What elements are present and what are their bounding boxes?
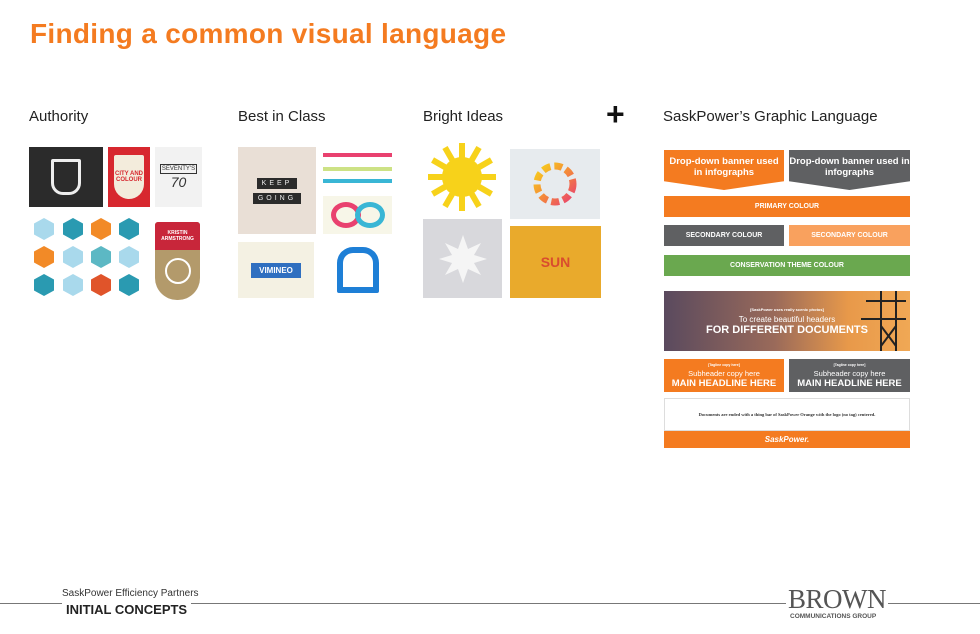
ribbon-lines-image (323, 147, 392, 190)
heading-authority: Authority (29, 108, 89, 125)
white-starburst-image (423, 219, 502, 298)
house-logo-image (323, 242, 392, 298)
orange-headline-sample: [Tagline copy here] Subheader copy here … (664, 359, 784, 392)
brown-logo: BROWN (786, 584, 888, 615)
keep-going-image: KEEP GOING (238, 147, 316, 234)
heading-graphic-language: SaskPower’s Graphic Language (663, 108, 878, 125)
gradient-star-image (510, 149, 600, 219)
infinity-image (323, 196, 392, 234)
slide-title: Finding a common visual language (30, 18, 507, 49)
yellow-sun-image (423, 140, 500, 213)
secondary-colour-gray-swatch: SECONDARY COLOUR (664, 225, 784, 246)
kristin-armstrong-badge: KRISTIN ARMSTRONG (155, 222, 200, 300)
conservation-colour-swatch: CONSERVATION THEME COLOUR (664, 255, 910, 276)
footer-stage: INITIAL CONCEPTS (62, 602, 192, 617)
seventys-image: SEVENTY'S 70 (155, 147, 202, 207)
gray-headline-sample: [Tagline copy here] Subheader copy here … (789, 359, 910, 392)
power-tower-icon (861, 291, 906, 351)
heading-best-in-class: Best in Class (238, 108, 326, 125)
primary-colour-swatch: PRIMARY COLOUR (664, 196, 910, 217)
icon-hex-grid-image (29, 215, 145, 300)
orange-dropdown-banner: Drop-down banner used in infographs (664, 150, 784, 190)
photo-header-sample: [SaskPower uses really scenic photos] To… (664, 291, 910, 351)
gray-dropdown-banner: Drop-down banner used in infographs (789, 150, 910, 190)
shield-logo-image (29, 147, 103, 207)
sun-text-image: SUN (510, 226, 601, 298)
document-end-sample: Documents are ended with a thing bar of … (664, 398, 910, 431)
city-and-colour-image: CITY AND COLOUR (108, 147, 150, 207)
saskpower-logo-bar: SaskPower. (664, 431, 910, 448)
secondary-colour-light-swatch: SECONDARY COLOUR (789, 225, 910, 246)
plus-icon: + (606, 96, 625, 132)
brown-logo-subtitle: COMMUNICATIONS GROUP (790, 613, 877, 620)
heading-bright-ideas: Bright Ideas (423, 108, 504, 125)
footer-client: SaskPower Efficiency Partners (58, 588, 203, 599)
footer-divider (0, 603, 980, 604)
vimineo-image: VIMINEO (238, 242, 314, 298)
